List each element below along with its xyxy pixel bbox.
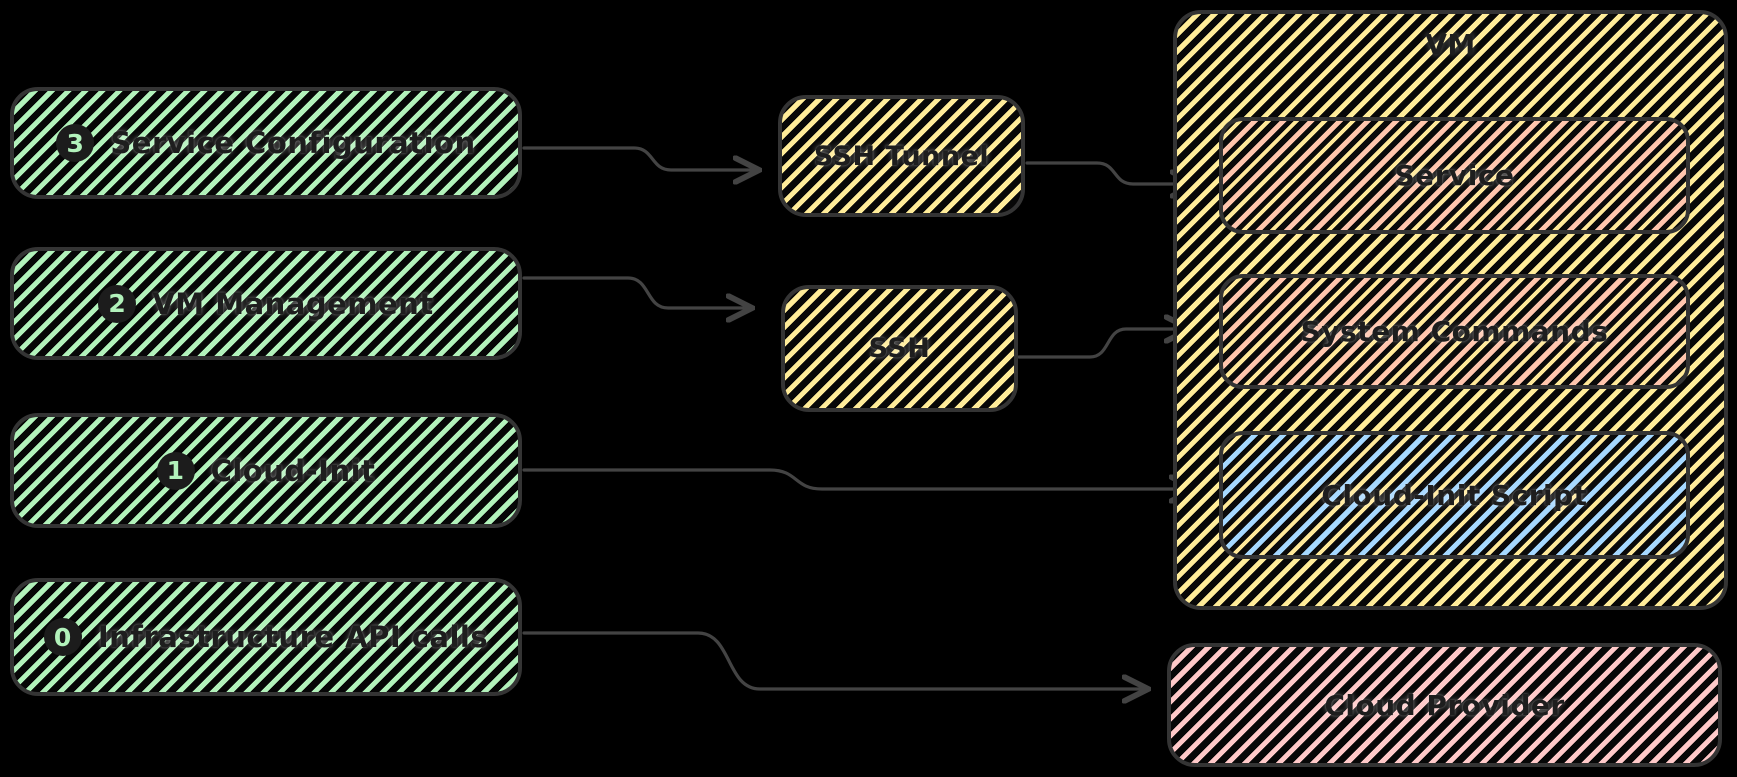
node-label: SSH Tunnel	[813, 140, 990, 172]
node-cloud-init: 1 Cloud-Init	[10, 413, 522, 528]
node-ssh: SSH	[781, 285, 1018, 412]
step-0-badge-icon: 0	[43, 618, 82, 656]
node-vm-management: 2 VM Management	[10, 247, 522, 360]
node-infrastructure-api-calls: 0 Infrastructure API calls	[10, 578, 522, 696]
node-label: SSH	[868, 333, 931, 364]
node-system-commands: System Commands	[1219, 274, 1690, 389]
node-label: Cloud Provider	[1324, 688, 1565, 722]
node-label: Infrastructure API calls	[97, 620, 489, 654]
node-label: Cloud-Init	[210, 453, 376, 488]
node-label: Cloud-Init Script	[1321, 478, 1588, 512]
node-label: Service	[1394, 159, 1515, 192]
node-service-configuration: 3 Service Configuration	[10, 87, 522, 199]
node-cloud-init-script: Cloud-Init Script	[1219, 431, 1690, 559]
node-label: VM Management	[152, 286, 434, 321]
step-3-badge-icon: 3	[56, 124, 95, 162]
node-service: Service	[1219, 117, 1690, 234]
step-1-badge-icon: 1	[156, 451, 195, 490]
arrow-cloud-init-to-cloud-init-script	[522, 468, 1193, 489]
node-ssh-tunnel: SSH Tunnel	[778, 95, 1025, 217]
step-2-badge-icon: 2	[98, 284, 137, 323]
node-label: Service Configuration	[110, 126, 476, 160]
group-vm-title: VM	[1425, 28, 1476, 61]
group-vm: VM Service System Commands Cloud-Init Sc…	[1173, 10, 1728, 610]
node-cloud-provider: Cloud Provider	[1167, 643, 1722, 767]
arrow-ssh-tunnel-to-service	[1025, 161, 1194, 184]
arrow-service-configuration-to-ssh-tunnel	[522, 146, 757, 170]
arrow-ssh-to-system-commands	[1017, 329, 1188, 359]
node-label: System Commands	[1300, 315, 1609, 348]
arrow-vm-management-to-ssh	[522, 276, 750, 308]
arrow-infrastructure-api-to-cloud-provider	[522, 631, 1146, 689]
